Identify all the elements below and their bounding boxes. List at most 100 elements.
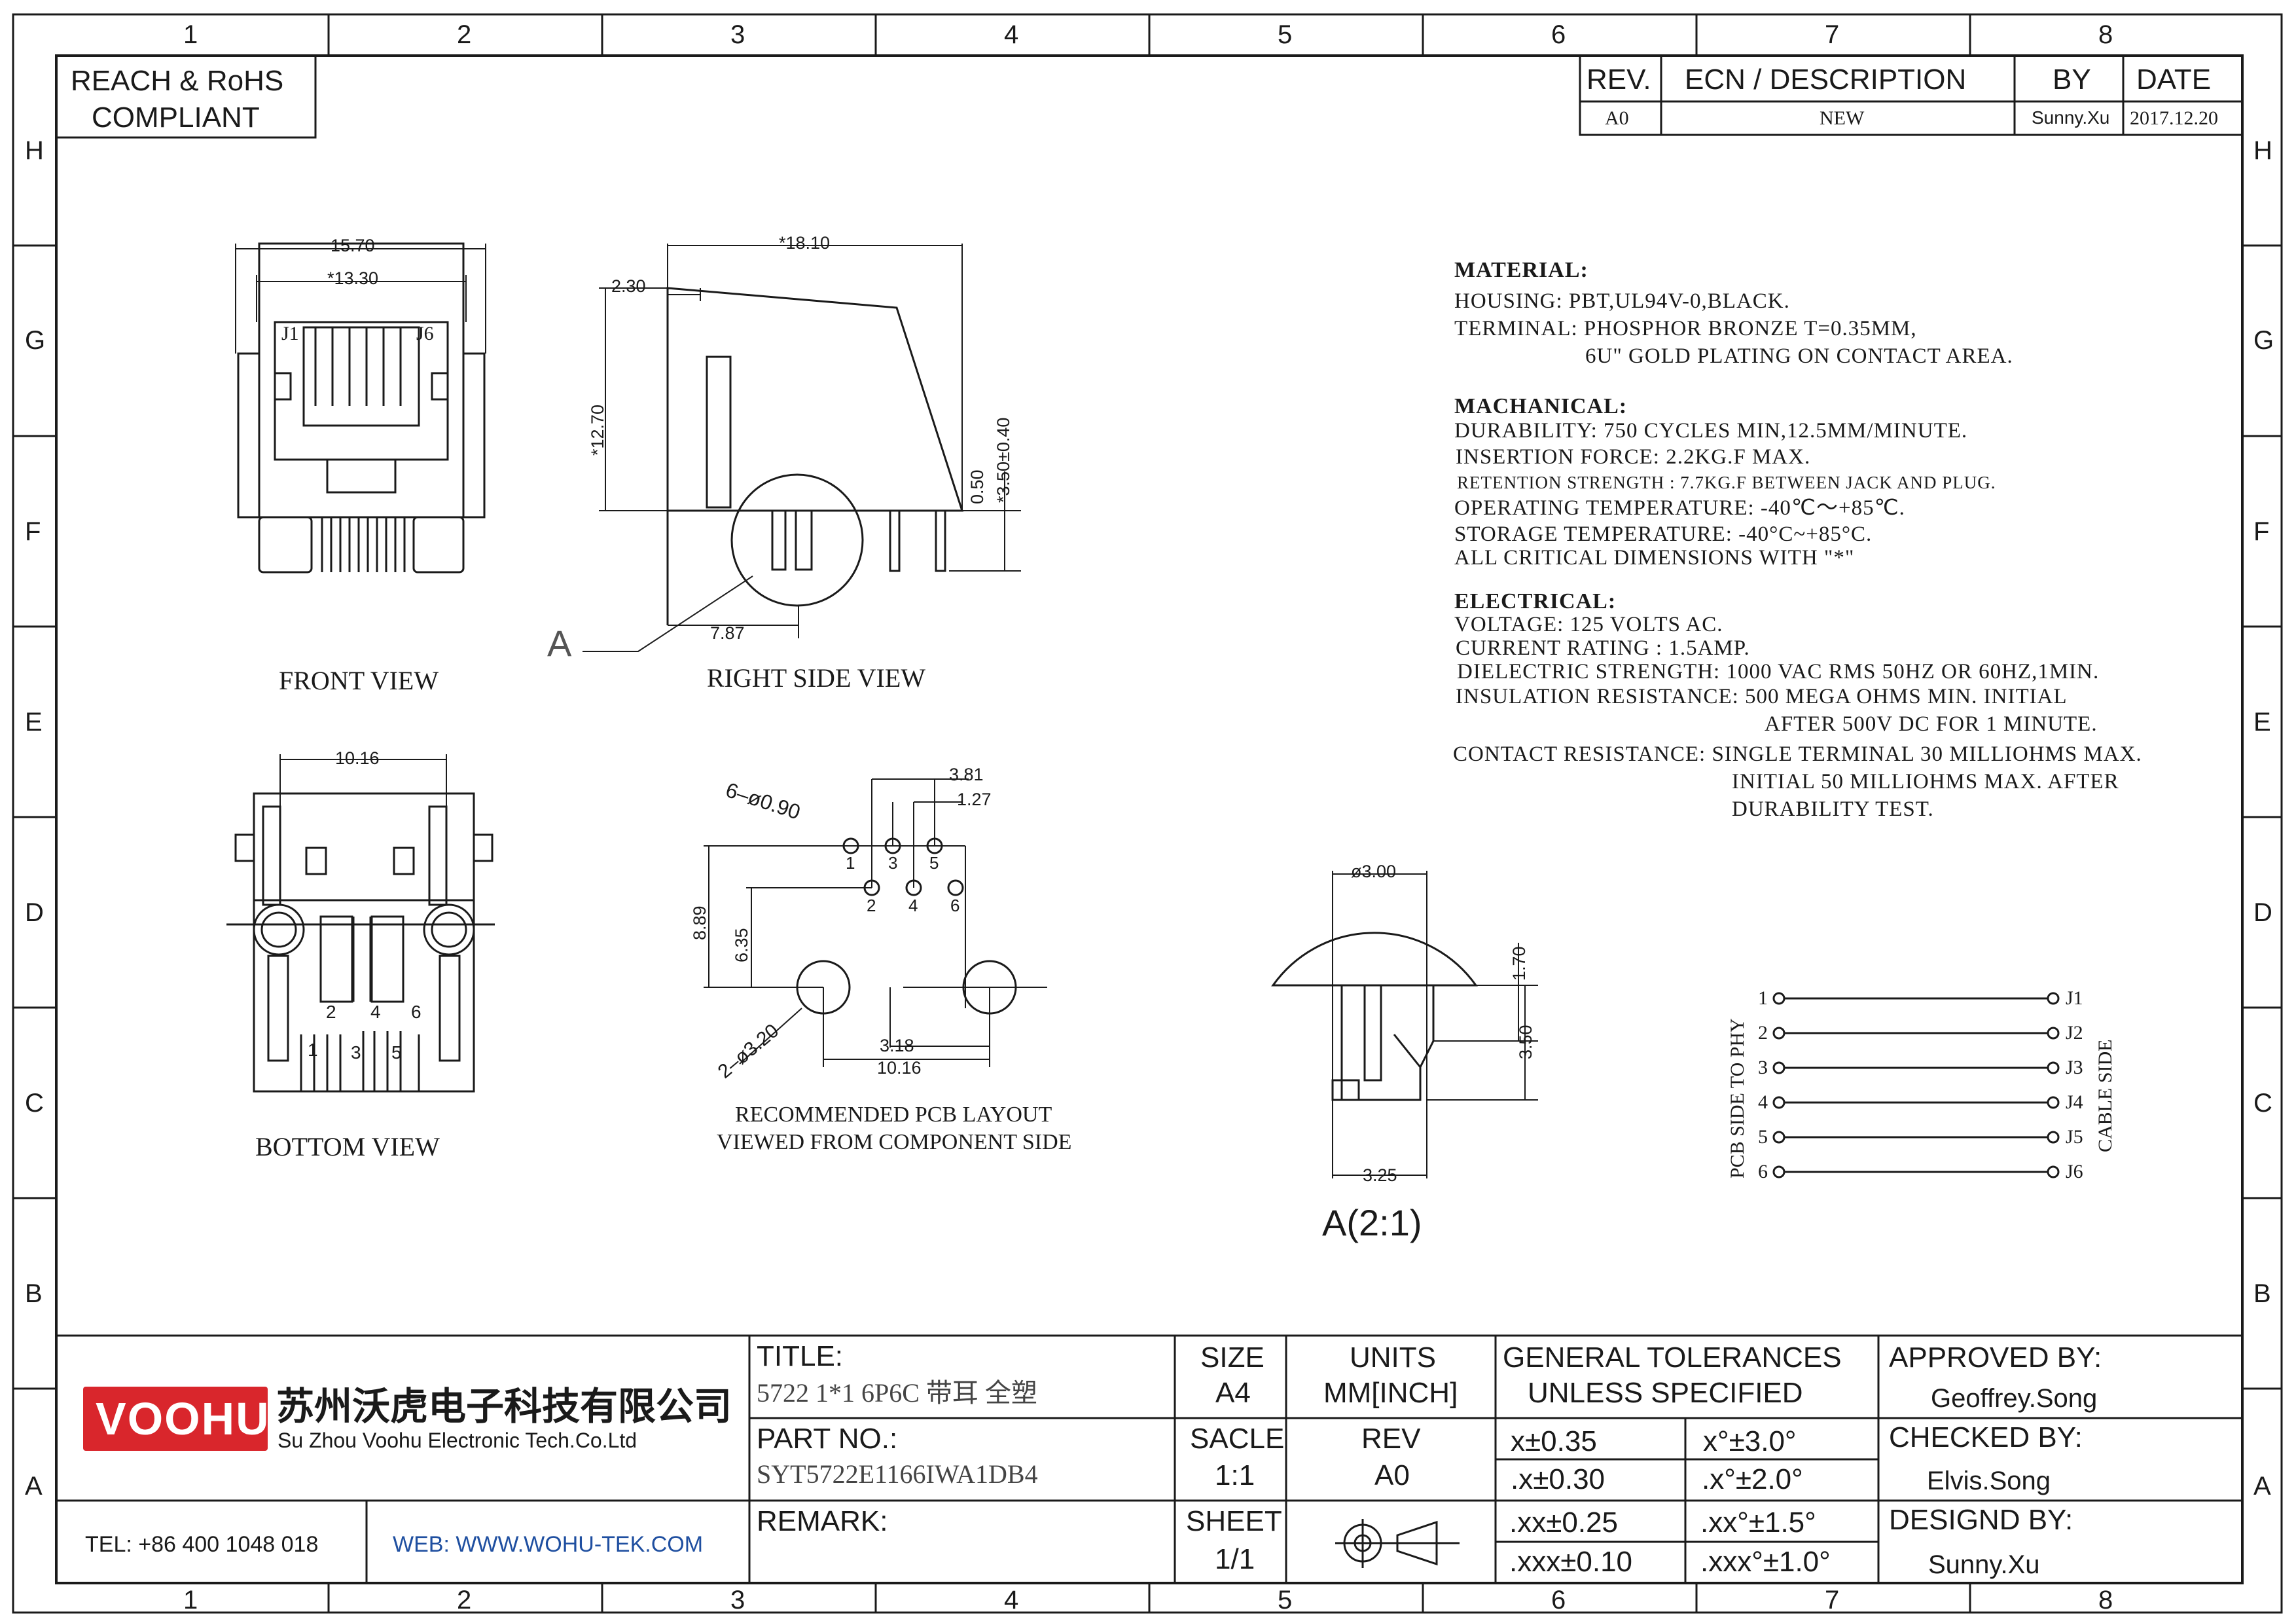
company-name-cn: 苏州沃虎电子科技有限公司: [276, 1385, 732, 1428]
spec-line: CURRENT RATING : 1.5AMP.: [1456, 636, 1750, 660]
scale-label: SACLE: [1190, 1423, 1285, 1455]
checked-label: CHECKED BY:: [1889, 1421, 2083, 1453]
spec-line: RETENTION STRENGTH : 7.7KG.F BETWEEN JAC…: [1457, 473, 1996, 492]
pcb-hole-label: 2: [867, 896, 876, 915]
tolerance-linear: .xx±0.25: [1509, 1506, 1619, 1539]
rev-value: A0: [1605, 107, 1629, 129]
part-label: PART NO.:: [757, 1423, 898, 1455]
wiring-pin: 5: [1758, 1126, 1768, 1148]
spec-line: OPERATING TEMPERATURE: -40℃～+85℃.: [1454, 496, 1905, 520]
remark-label: REMARK:: [757, 1505, 888, 1537]
bottom-view-dims: [279, 754, 447, 807]
right-side-view-drawing: [666, 287, 964, 625]
wiring-pin: 1: [1758, 987, 1768, 1009]
pcb-layout-title: RECOMMENDED PCB LAYOUT: [735, 1103, 1052, 1127]
company-logo: VOOHU: [96, 1393, 270, 1444]
logo-mark: [83, 1387, 268, 1451]
units-value: MM[INCH]: [1323, 1377, 1458, 1409]
checked-value: Elvis.Song: [1927, 1467, 2051, 1495]
dim-pcb-pitch-b: 1.27: [957, 790, 992, 809]
ecn-value: NEW: [1820, 107, 1865, 129]
spec-line: 6U" GOLD PLATING ON CONTACT AREA.: [1585, 344, 2013, 368]
bottom-pin-label: 3: [351, 1042, 361, 1063]
scale-value: 1:1: [1215, 1459, 1255, 1491]
pcb-layout-subtitle: VIEWED FROM COMPONENT SIDE: [717, 1130, 1072, 1154]
dim-pcb-pitch-a: 3.81: [949, 765, 984, 784]
row-label: A: [2253, 1472, 2271, 1501]
col-label: 1: [183, 20, 198, 49]
dim-pcb-h1: 3.18: [880, 1036, 914, 1055]
pcb-hole-label: 6: [950, 896, 960, 915]
wiring-jack: J2: [2066, 1022, 2083, 1044]
wiring-jack: J1: [2066, 987, 2083, 1009]
row-label: C: [2253, 1089, 2272, 1118]
bottom-pin-label: 2: [326, 1002, 336, 1022]
pcb-layout-dims: [704, 778, 1047, 1067]
rev-header: REV.: [1587, 64, 1651, 96]
pcb-hole-label: 4: [908, 896, 918, 915]
spec-line: AFTER 500V DC FOR 1 MINUTE.: [1765, 712, 2098, 736]
designed-value: Sunny.Xu: [1928, 1550, 2040, 1579]
col-label: 6: [1551, 20, 1566, 49]
row-ticks: [13, 244, 2282, 1390]
sheet-value: 1/1: [1215, 1543, 1255, 1575]
rev-label: REV: [1361, 1423, 1421, 1455]
spec-line: DIELECTRIC STRENGTH: 1000 VAC RMS 50HZ O…: [1457, 660, 2100, 684]
size-label: SIZE: [1200, 1341, 1265, 1374]
row-label: D: [25, 898, 44, 927]
bottom-pin-label: 5: [391, 1042, 402, 1063]
pcb-hole-label: 1: [846, 853, 855, 873]
tolerance-heading: GENERAL TOLERANCES: [1503, 1341, 1842, 1374]
row-label: C: [25, 1089, 44, 1118]
wiring-jack: J5: [2066, 1126, 2083, 1148]
row-label: G: [25, 326, 46, 355]
spec-line: VOLTAGE: 125 VOLTS AC.: [1454, 613, 1723, 636]
wiring-right-label: CABLE SIDE: [2094, 1039, 2116, 1153]
wiring-jack: J4: [2066, 1091, 2083, 1113]
col-label: 7: [1825, 20, 1840, 49]
front-view-dims: [235, 244, 486, 354]
units-label: UNITS: [1350, 1341, 1436, 1374]
dim-side-length: *18.10: [779, 233, 831, 253]
spec-line: INSERTION FORCE: 2.2KG.F MAX.: [1456, 445, 1811, 469]
spec-line: INITIAL 50 MILLIOHMS MAX. AFTER: [1732, 770, 2119, 793]
dim-side-pitch: 7.87: [710, 623, 745, 643]
col-label: 7: [1825, 1586, 1840, 1614]
front-view-title: FRONT VIEW: [279, 666, 439, 695]
tolerance-linear: .x±0.30: [1511, 1463, 1605, 1495]
spec-line: DURABILITY: 750 CYCLES MIN,12.5MM/MINUTE…: [1454, 419, 1968, 443]
title-value: 5722 1*1 6P6C 带耳 全塑: [757, 1378, 1037, 1408]
bottom-view-title: BOTTOM VIEW: [255, 1132, 440, 1161]
by-header: BY: [2053, 64, 2091, 96]
wiring-pin: 4: [1758, 1091, 1768, 1113]
col-label: 6: [1551, 1586, 1566, 1614]
dim-pcb-h2: 10.16: [877, 1058, 922, 1078]
electrical-heading: ELECTRICAL:: [1454, 589, 1617, 613]
pcb-hole-label: 3: [888, 853, 898, 873]
col-label: 3: [730, 20, 745, 49]
wiring-left-label: PCB SIDE TO PHY: [1727, 1018, 1748, 1178]
pcb-hole-label: 5: [929, 853, 939, 873]
dim-front-width: 15.70: [331, 236, 375, 255]
spec-line: CONTACT RESISTANCE: SINGLE TERMINAL 30 M…: [1453, 742, 2142, 766]
spec-line: TERMINAL: PHOSPHOR BRONZE T=0.35MM,: [1454, 317, 1917, 340]
row-label: E: [2253, 708, 2271, 737]
mechanical-heading: MACHANICAL:: [1454, 394, 1628, 418]
row-label: B: [25, 1279, 43, 1308]
tolerance-subheading: UNLESS SPECIFIED: [1528, 1377, 1803, 1409]
approved-value: Geoffrey.Song: [1931, 1384, 2098, 1413]
col-label: 8: [2098, 1586, 2113, 1614]
bottom-pin-label: 4: [370, 1002, 381, 1022]
wiring-jack: J6: [2066, 1161, 2083, 1182]
dim-detail-h2: 3.50: [1516, 1025, 1535, 1059]
dim-detail-dia: ø3.00: [1351, 862, 1397, 881]
dim-bottom-width: 10.16: [335, 748, 380, 768]
dim-detail-h1: 1.70: [1509, 946, 1529, 981]
tolerance-angular: .xx°±1.5°: [1700, 1506, 1816, 1539]
spec-line: ALL CRITICAL DIMENSIONS WITH "*": [1454, 546, 1855, 570]
col-label: 2: [457, 20, 472, 49]
compliance-line: COMPLIANT: [92, 101, 260, 134]
title-block-lines: [56, 1334, 2242, 1583]
dim-front-inner: *13.30: [327, 268, 379, 288]
compliance-line: REACH & RoHS: [71, 65, 284, 97]
